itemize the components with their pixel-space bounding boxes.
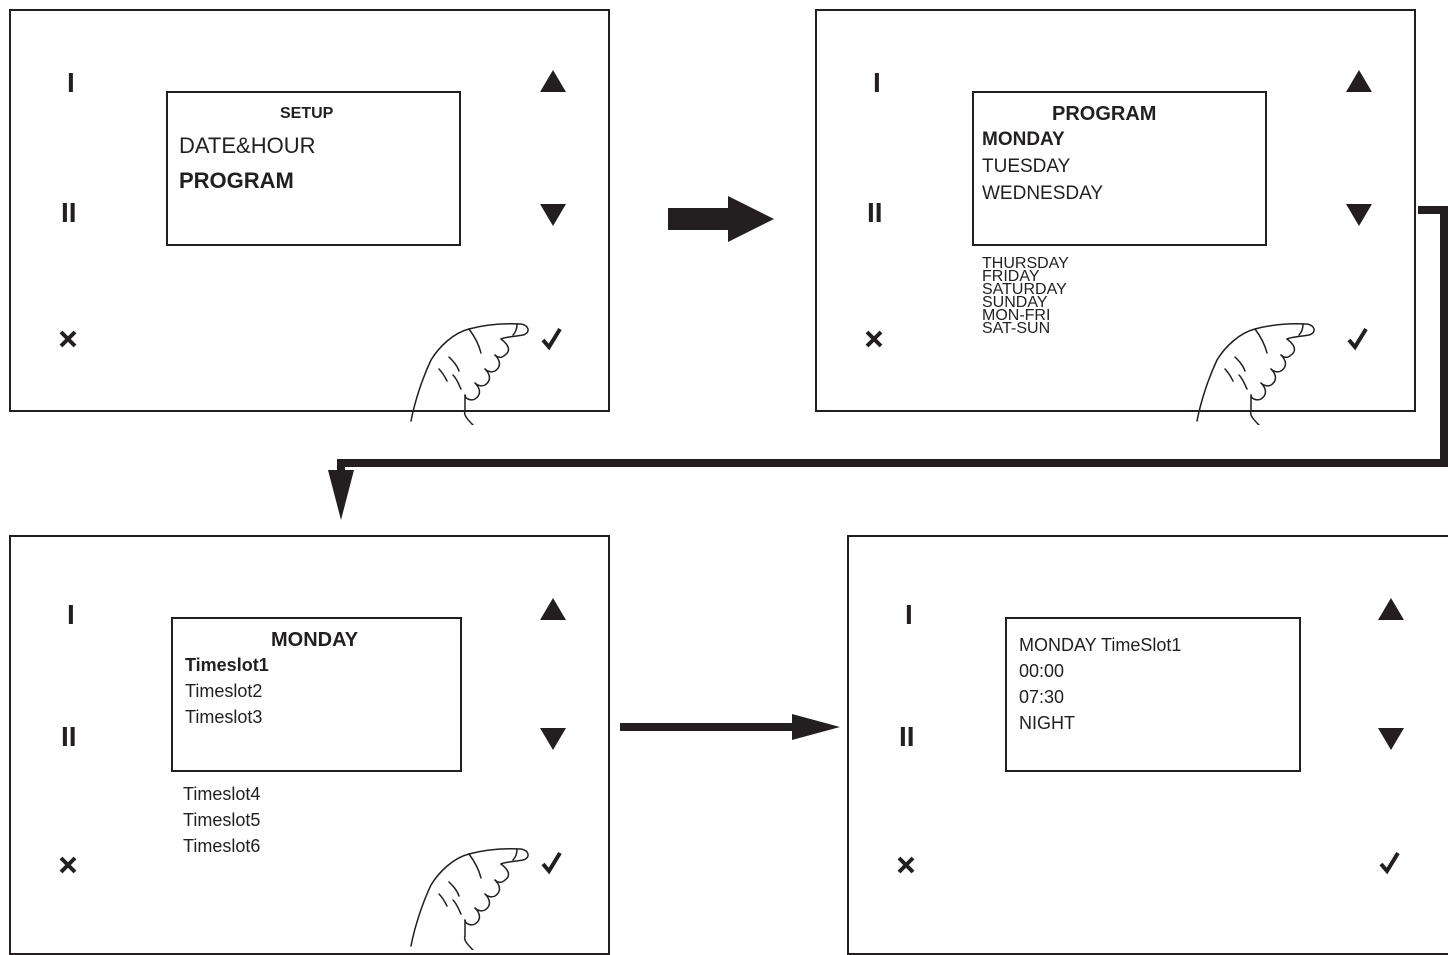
list-item: Timeslot4 (183, 781, 260, 807)
up-triangle-icon[interactable] (539, 597, 567, 621)
button-two[interactable]: II (899, 723, 915, 751)
down-triangle-icon[interactable] (1377, 727, 1405, 751)
up-triangle-icon[interactable] (1377, 597, 1405, 621)
menu-item-timeslot3[interactable]: Timeslot3 (185, 707, 262, 728)
panel-timeslot-detail: I II MONDAY TimeSlot1 00:00 07:30 NIGHT (847, 535, 1448, 955)
detail-line-mode[interactable]: NIGHT (1019, 713, 1075, 734)
lcd-screen: MONDAY Timeslot1 Timeslot2 Timeslot3 (171, 617, 462, 772)
menu-item-timeslot2[interactable]: Timeslot2 (185, 681, 262, 702)
list-item: Timeslot5 (183, 807, 260, 833)
button-one[interactable]: I (905, 601, 913, 629)
close-x-icon[interactable] (58, 855, 78, 875)
detail-line-title: MONDAY TimeSlot1 (1019, 635, 1181, 656)
checkmark-icon[interactable] (1379, 851, 1401, 875)
checkmark-icon[interactable] (541, 851, 563, 875)
close-x-icon[interactable] (896, 855, 916, 875)
offscreen-list: Timeslot4 Timeslot5 Timeslot6 (183, 781, 260, 859)
button-one[interactable]: I (67, 601, 75, 629)
panel-monday: I II MONDAY Timeslot1 Timeslot2 Timeslot… (9, 535, 610, 955)
down-triangle-icon[interactable] (539, 727, 567, 751)
button-two[interactable]: II (61, 723, 77, 751)
hand-press-icon (409, 840, 544, 950)
menu-item-timeslot1[interactable]: Timeslot1 (185, 655, 269, 676)
detail-line-start-time[interactable]: 00:00 (1019, 661, 1064, 682)
lcd-screen: MONDAY TimeSlot1 00:00 07:30 NIGHT (1005, 617, 1301, 772)
flow-arrow-icon (620, 712, 842, 742)
detail-line-end-time[interactable]: 07:30 (1019, 687, 1064, 708)
screen-title: MONDAY (271, 629, 358, 652)
list-item: Timeslot6 (183, 833, 260, 859)
